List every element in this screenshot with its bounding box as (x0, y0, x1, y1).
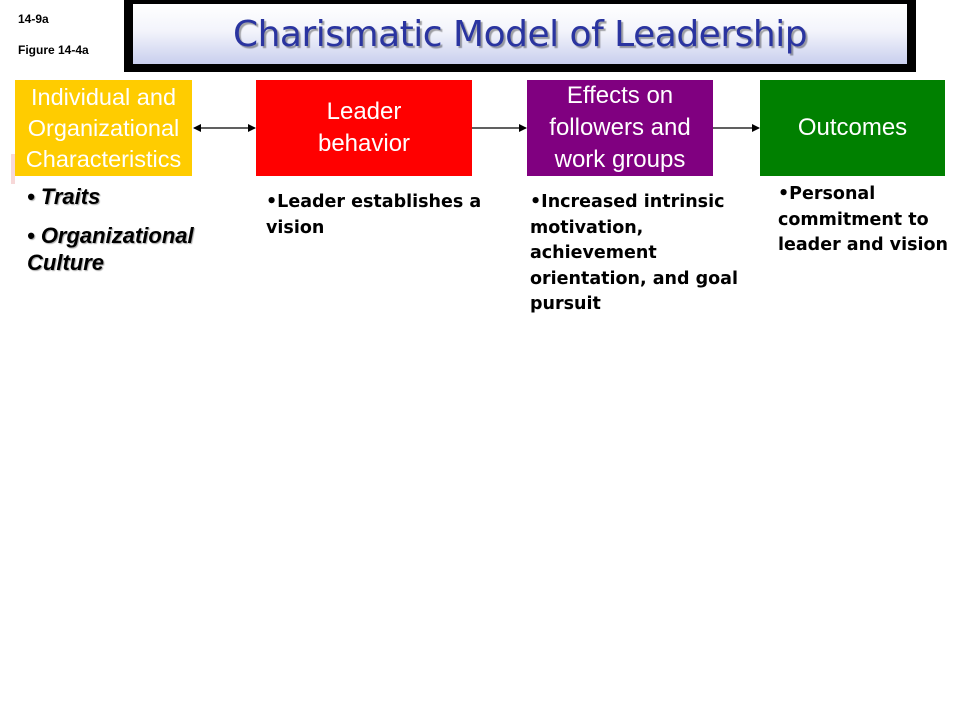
list-item: • Traits (27, 184, 101, 209)
box-label-line: work groups (554, 146, 686, 173)
slide-number: 14-9a (18, 12, 49, 26)
individual-organizational-characteristics-box: Individual and Organizational Characteri… (15, 80, 192, 176)
figure-label: Figure 14-4a (18, 43, 89, 57)
list-item: • Organizational Culture (27, 223, 194, 275)
outcomes-box: Outcomes (760, 80, 945, 176)
characteristics-list: • Traits • Organizational Culture (27, 183, 247, 288)
effects-on-followers-box: Effects on followers and work groups (527, 80, 713, 176)
box-label-line: Individual and (30, 83, 177, 110)
box-label-line: Characteristics (25, 145, 182, 172)
outcomes-detail: •Personal commitment to leader and visio… (778, 184, 948, 255)
box-label-line: Leader (326, 98, 402, 125)
effects-detail: •Increased intrinsic motivation, achieve… (530, 192, 738, 314)
leader-behavior-box: Leader behavior (256, 80, 472, 176)
box-label-line: followers and (549, 114, 691, 141)
leader-behavior-detail: •Leader establishes a vision (266, 192, 482, 238)
box-label-line: behavior (317, 130, 411, 157)
box-label-line: Organizational (27, 114, 180, 141)
title-panel: Charismatic Model of Leadership (133, 4, 907, 64)
box-label-line: Effects on (566, 82, 674, 109)
page-title: Charismatic Model of Leadership (232, 13, 808, 55)
title-banner: Charismatic Model of Leadership (124, 0, 916, 72)
decorative-accent (11, 154, 15, 184)
box-label-line: Outcomes (797, 114, 908, 141)
